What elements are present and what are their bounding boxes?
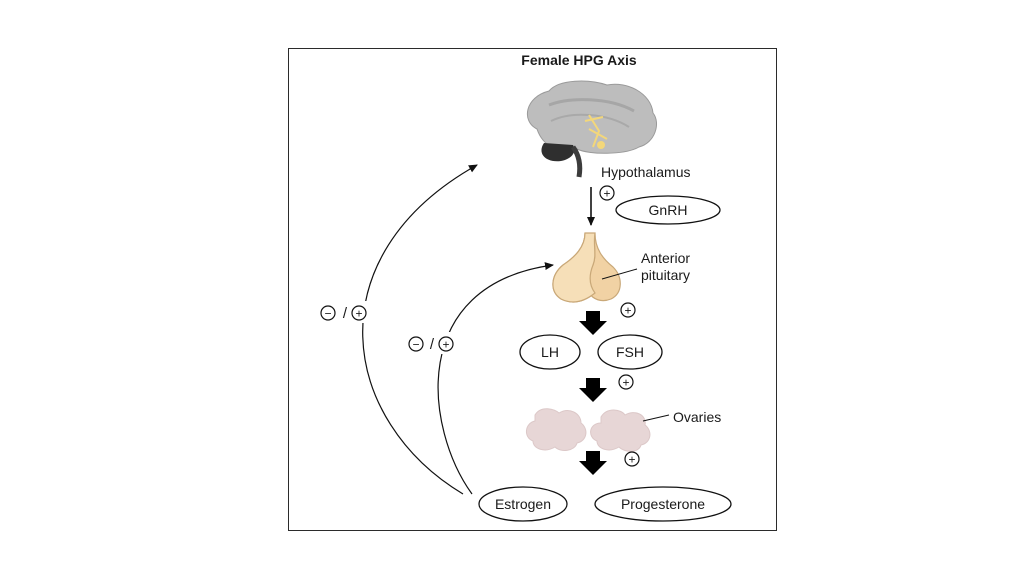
pituitary-illustration [552, 232, 621, 303]
feedback-arrow-to-hypothalamus [362, 164, 478, 495]
svg-text:Estrogen: Estrogen [495, 496, 551, 512]
svg-text:+: + [442, 338, 449, 352]
svg-text:/: / [343, 305, 348, 322]
hpg-axis-diagram: Female HPG Axis Hypothalamus + GnRH Ante… [313, 52, 732, 522]
anterior-pituitary-label-line2: pituitary [641, 267, 690, 283]
svg-text:+: + [622, 376, 629, 390]
svg-text:Progesterone: Progesterone [621, 496, 705, 512]
progesterone-hormone: Progesterone [594, 486, 732, 522]
steroids-plus-sign: + [624, 451, 640, 467]
lh-hormone: LH [519, 334, 581, 370]
pituitary-feedback-sign: − / + [401, 332, 463, 354]
svg-text:LH: LH [541, 344, 559, 360]
feedback-arrow-to-pituitary [437, 262, 554, 495]
ovaries-leader-line [642, 414, 670, 422]
svg-text:+: + [355, 307, 362, 321]
ovary-left [526, 408, 587, 451]
hpg-axis-figure: Female HPG Axis Hypothalamus + GnRH Ante… [288, 48, 777, 531]
anterior-pituitary-label-line1: Anterior [641, 250, 690, 266]
hypothalamus-feedback-sign: − / + [313, 301, 375, 323]
gonadotropin-plus-sign: + [620, 302, 636, 318]
ovaries-to-steroids-arrow [579, 451, 607, 475]
gnrh-plus-sign: + [599, 185, 615, 201]
ovaries-plus-sign: + [618, 374, 634, 390]
svg-text:+: + [624, 304, 631, 318]
pituitary-leader-line [601, 268, 638, 280]
svg-text:−: − [412, 338, 419, 352]
ovaries-label: Ovaries [673, 409, 721, 425]
svg-text:−: − [324, 307, 331, 321]
gnrh-hormone: GnRH [615, 195, 721, 225]
estrogen-hormone: Estrogen [478, 486, 568, 522]
svg-text:+: + [603, 187, 610, 201]
diagram-title: Female HPG Axis [521, 52, 637, 68]
ovary-right [590, 409, 651, 452]
pituitary-to-gonadotropins-arrow [579, 311, 607, 335]
svg-text:+: + [628, 453, 635, 467]
hypothalamus-label: Hypothalamus [601, 164, 691, 180]
svg-text:FSH: FSH [616, 344, 644, 360]
gonadotropins-to-ovaries-arrow [579, 378, 607, 402]
fsh-hormone: FSH [597, 334, 663, 370]
svg-text:GnRH: GnRH [649, 202, 688, 218]
svg-text:/: / [430, 336, 435, 353]
brain-illustration [527, 80, 657, 178]
